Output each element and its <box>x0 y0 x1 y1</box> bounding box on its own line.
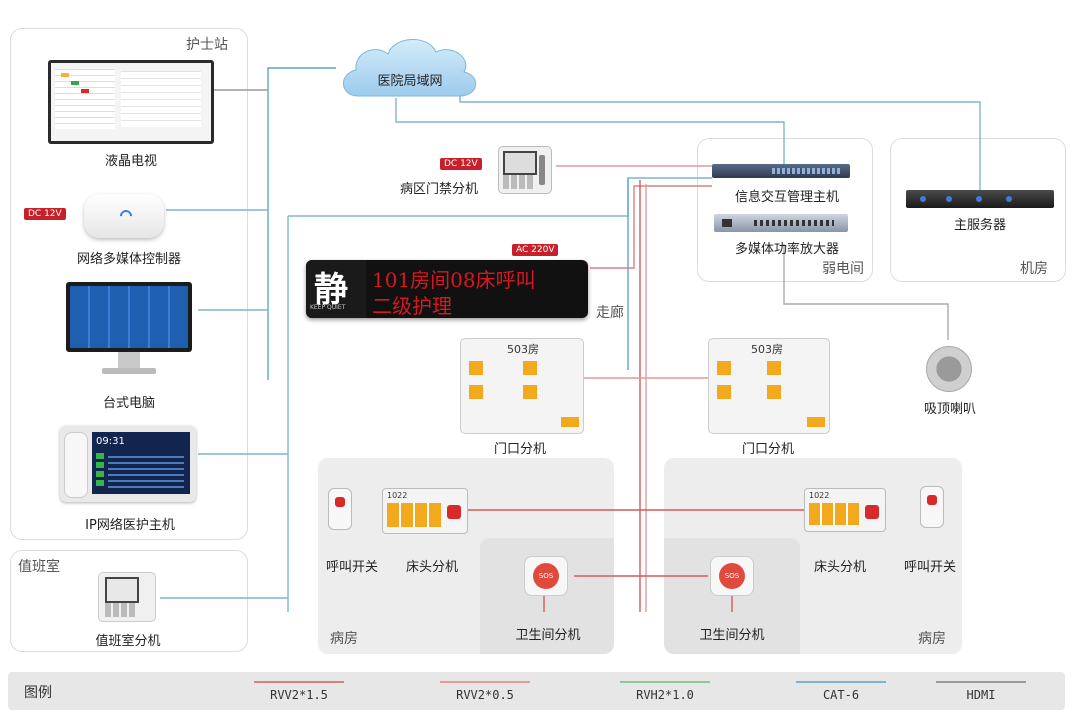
desktop-label: 台式电脑 <box>102 396 155 411</box>
legend-label-rvh: RVH2*1.0 <box>636 688 694 702</box>
weak-room-label: 弱电间 <box>822 261 864 277</box>
dc-tag-controller: DC 12V <box>24 208 66 220</box>
wifi-icon <box>117 207 135 225</box>
duty-room-panel <box>10 550 248 652</box>
door-extension-left[interactable]: 503房 <box>460 338 584 434</box>
bedside-extension-right[interactable]: 1022 <box>804 488 886 532</box>
info-interaction-host[interactable] <box>712 164 850 178</box>
bedside-number-left: 1022 <box>387 491 408 500</box>
cloud-icon <box>343 39 476 97</box>
ward-left-label: 病房 <box>330 631 358 647</box>
legend-label-rvv15: RVV2*1.5 <box>270 688 328 702</box>
bathroom-right-label: 卫生间分机 <box>699 628 765 643</box>
call-button-left[interactable] <box>335 497 345 507</box>
media-amplifier[interactable] <box>714 214 848 232</box>
call-button-right[interactable] <box>927 495 937 505</box>
bathroom-extension-left[interactable]: SOS <box>524 556 568 596</box>
duty-room-ext-label: 值班室分机 <box>95 634 161 649</box>
access-ext-label: 病区门禁分机 <box>399 182 478 197</box>
call-switch-right[interactable] <box>920 486 944 528</box>
ceiling-speaker[interactable] <box>926 346 972 392</box>
ip-master-label: IP网络医护主机 <box>85 518 175 533</box>
lcd-tv-label: 液晶电视 <box>104 154 157 169</box>
quiet-char: 静 <box>314 270 348 310</box>
main-server[interactable] <box>906 190 1054 208</box>
call-switch-left-label: 呼叫开关 <box>325 560 378 575</box>
legend-bar: 图例 RVV2*1.5 RVV2*0.5 RVH2*1.0 CAT-6 HDMI <box>8 672 1065 710</box>
ward-access-extension[interactable] <box>498 146 552 194</box>
door-room-right: 503房 <box>751 343 783 356</box>
ac-tag-led: AC 220V <box>512 244 559 256</box>
legend-title: 图例 <box>24 685 52 701</box>
led-line1: 101房间08床呼叫 <box>372 268 536 292</box>
door-room-left: 503房 <box>507 343 539 356</box>
legend-item-hdmi: HDMI <box>936 672 1026 710</box>
amplifier-label: 多媒体功率放大器 <box>734 242 839 257</box>
door-extension-right[interactable]: 503房 <box>708 338 830 434</box>
cat6-cloud-info <box>395 98 785 168</box>
door-ext-left-label: 门口分机 <box>493 442 546 457</box>
cloud-label: 医院局域网 <box>377 74 443 89</box>
handset-icon <box>64 432 88 498</box>
red-led <box>590 185 712 269</box>
legend-label-cat6: CAT-6 <box>822 688 860 702</box>
desktop-computer[interactable] <box>66 282 192 378</box>
legend-item-rvv15: RVV2*1.5 <box>254 672 344 710</box>
led-display-sign: 静 KEEP QUIET 101房间08床呼叫 二级护理 <box>306 260 588 318</box>
info-host-label: 信息交互管理主机 <box>734 190 839 205</box>
lcd-tv[interactable] <box>48 60 214 144</box>
legend-item-rvh: RVH2*1.0 <box>620 672 710 710</box>
ip-master-time: 09:31 <box>96 436 125 447</box>
legend-line-rvv05 <box>440 681 530 683</box>
call-switch-left[interactable] <box>328 488 352 530</box>
legend-item-cat6: CAT-6 <box>796 672 886 710</box>
duty-room-label: 值班室 <box>18 559 60 575</box>
ceiling-speaker-label: 吸顶喇叭 <box>923 402 976 417</box>
sos-button-right[interactable]: SOS <box>719 563 745 589</box>
legend-line-hdmi <box>936 681 1026 683</box>
cat6-cloud-to-trunk <box>267 67 336 380</box>
bathroom-left-label: 卫生间分机 <box>515 628 581 643</box>
call-switch-right-label: 呼叫开关 <box>903 560 956 575</box>
corridor-label: 走廊 <box>596 305 624 321</box>
weak-room-panel <box>697 138 873 282</box>
server-room-label: 机房 <box>1020 261 1048 277</box>
legend-line-cat6 <box>796 681 886 683</box>
ip-master-host[interactable]: 09:31 <box>60 426 196 502</box>
door-ext-right-label: 门口分机 <box>741 442 794 457</box>
media-controller[interactable] <box>84 194 164 238</box>
server-room-panel <box>890 138 1066 282</box>
hospital-lan-cloud: 医院局域网 <box>336 30 484 104</box>
bathroom-extension-right[interactable]: SOS <box>710 556 754 596</box>
quiet-sub: KEEP QUIET <box>310 304 346 311</box>
legend-line-rvh <box>620 681 710 683</box>
legend-item-rvv05: RVV2*0.5 <box>440 672 530 710</box>
main-server-label: 主服务器 <box>953 218 1006 233</box>
legend-label-rvv05: RVV2*0.5 <box>456 688 514 702</box>
legend-label-hdmi: HDMI <box>966 688 996 702</box>
dc-tag-access: DC 12V <box>440 158 482 170</box>
media-controller-label: 网络多媒体控制器 <box>76 252 181 267</box>
bedside-extension-left[interactable]: 1022 <box>382 488 468 534</box>
nurse-station-label: 护士站 <box>186 37 228 53</box>
bedside-left-label: 床头分机 <box>405 560 458 575</box>
speaker-wire <box>783 244 949 340</box>
duty-room-extension[interactable] <box>98 572 156 622</box>
sos-button-left[interactable]: SOS <box>533 563 559 589</box>
led-line2: 二级护理 <box>372 294 452 318</box>
bedside-right-label: 床头分机 <box>813 560 866 575</box>
ward-right-label: 病房 <box>918 631 946 647</box>
legend-line-rvv15 <box>254 681 344 683</box>
bedside-number-right: 1022 <box>809 491 830 500</box>
